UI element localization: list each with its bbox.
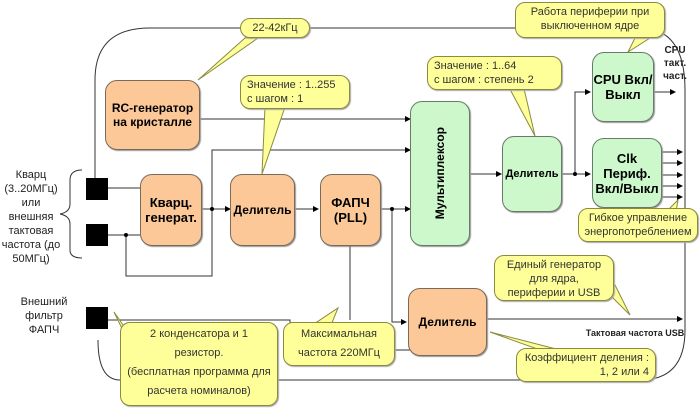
crystal-input-label: Кварц (3..20МГц) или внешняя тактовая ча… <box>1 169 61 265</box>
cpu-clock-label: CPU такт. част. <box>663 45 687 82</box>
crystal-oscillator-block: Кварц. генерат. <box>140 174 202 246</box>
cpu-switch-block: CPU Вкл/ Выкл <box>592 52 654 122</box>
single-generator-note: Единый генератор для ядра, периферии и U… <box>494 255 614 301</box>
multiplexer-block: Мультиплексор <box>410 101 470 246</box>
max-freq-note: Максимальная частота 220МГц <box>283 322 395 366</box>
rc-oscillator-block: RC-генератор на кристалле <box>105 80 200 150</box>
usb-clock-label: Тактовая частота USB <box>585 328 685 338</box>
divider-1-note: Значение : 1..255 с шагом : 1 <box>240 75 350 109</box>
usb-div-coef-note: Коэффициент деления : 1, 2 или 4 <box>516 348 656 382</box>
pll-filter-label: Внешний фильтр ФАПЧ <box>20 296 68 336</box>
divider-2-note: Значение : 1..64 с шагом : степень 2 <box>427 56 562 90</box>
clk-periph-block: Clk Периф. Вкл/Выкл <box>592 138 662 208</box>
pll-block: ФАПЧ (PLL) <box>320 174 381 246</box>
pll-filter-pin <box>86 307 108 329</box>
periph-core-off-note: Работа периферии при выключенном ядре <box>515 2 665 38</box>
filter-components-note: 2 конденсатора и 1 резистор. (бесплатная… <box>120 322 278 406</box>
divider-2-block: Делитель <box>502 136 562 212</box>
rc-freq-note: 22-42кГц <box>240 18 310 38</box>
chip-outline <box>94 27 686 381</box>
power-management-note: Гибкое управление энергопотреблением <box>578 208 698 242</box>
crystal-pin-2 <box>86 224 108 246</box>
divider-1-block: Делитель <box>230 174 295 246</box>
crystal-pin-1 <box>86 178 108 200</box>
usb-divider-block: Делитель <box>408 288 487 356</box>
